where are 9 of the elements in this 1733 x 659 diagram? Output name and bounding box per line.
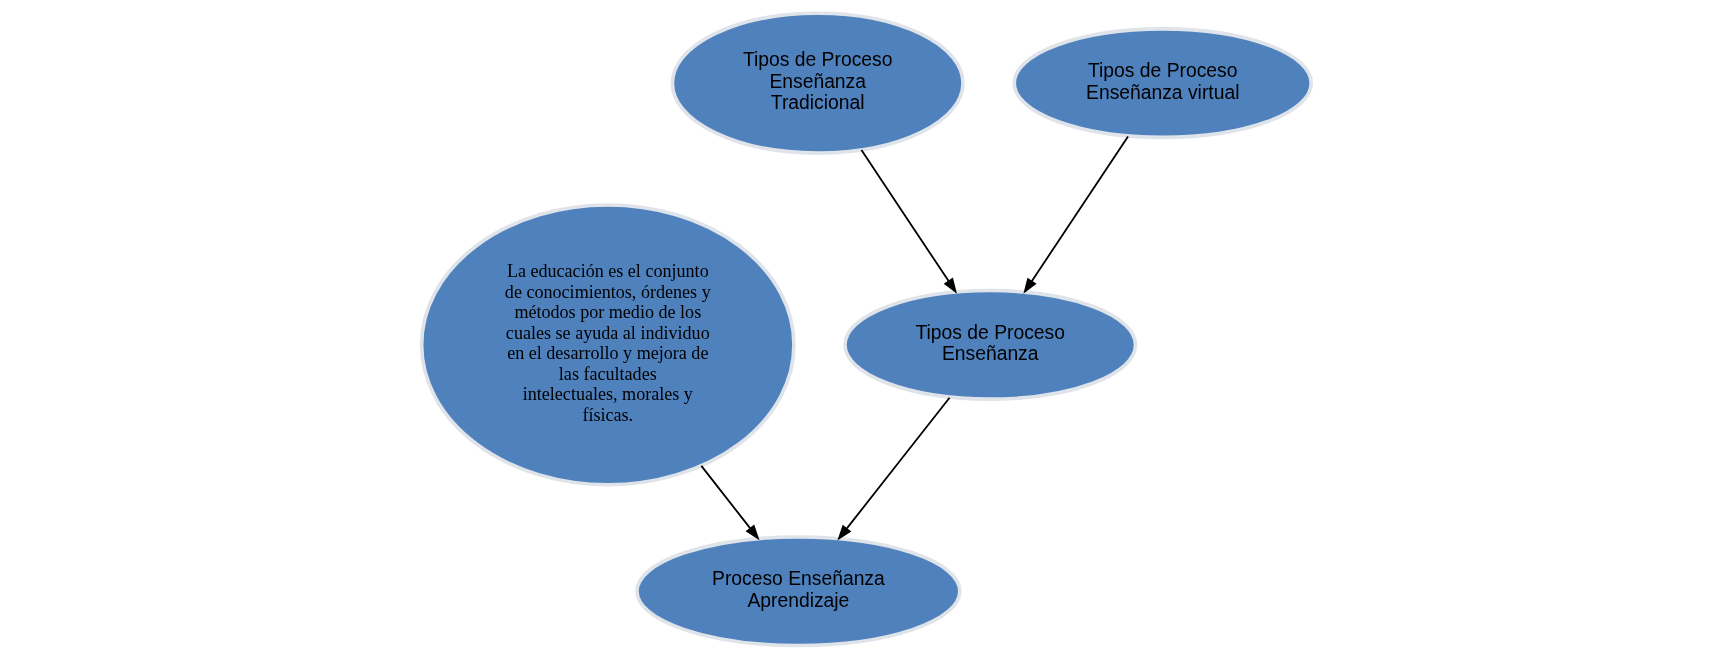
node-ellipse: Tipos de Proceso Enseñanza Tradicional: [670, 11, 965, 155]
arrow: [700, 465, 760, 541]
node-ellipse: La educación es el conjunto de conocimientos, órdenes y métodos por medio de los cuales se ayuda al individuo en el desarrollo y mejora de las facultades intelectuales, morales y físicas.: [419, 203, 796, 487]
arrow: [837, 396, 951, 541]
arrow: [860, 149, 957, 294]
arrow: [1023, 135, 1129, 294]
node-ellipse: Proceso Enseñanza Aprendizaje: [635, 535, 962, 648]
node-ellipse: Tipos de Proceso Enseñanza virtual: [1012, 27, 1313, 140]
node-ellipse: Tipos de Proceso Enseñanza: [843, 288, 1138, 401]
